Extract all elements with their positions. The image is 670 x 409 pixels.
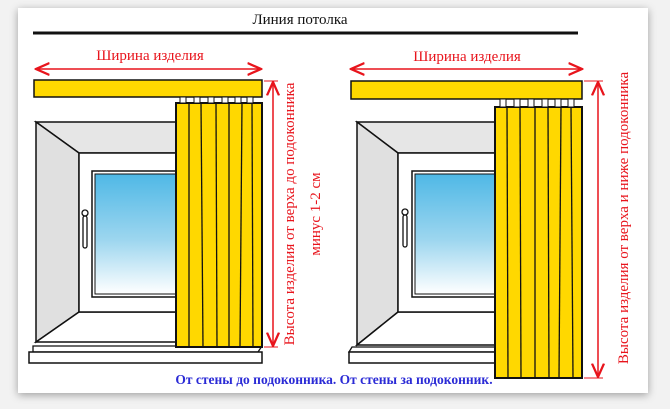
right-cornice bbox=[350, 80, 583, 100]
right-handle-icon bbox=[401, 208, 409, 216]
left-sill bbox=[28, 351, 263, 364]
right-sill bbox=[348, 351, 496, 364]
left-width-label: Ширина изделия bbox=[96, 48, 204, 64]
caption: От стены до подоконника. От стены за под… bbox=[175, 372, 492, 387]
right-width-label: Ширина изделия bbox=[413, 49, 521, 65]
right-height-label: Высота изделия от верха и ниже подоконни… bbox=[616, 72, 632, 365]
right-curtain bbox=[494, 98, 583, 379]
left-window: Ширина изделия Высота изделия от верха д bbox=[28, 48, 324, 364]
right-glass bbox=[414, 173, 496, 295]
left-glass bbox=[94, 173, 177, 295]
left-height-note: минус 1-2 см bbox=[308, 172, 324, 256]
left-height-label: Высота изделия от верха до подоконника bbox=[282, 82, 298, 345]
right-window: Ширина изделия Высота изделия от верха и bbox=[347, 49, 632, 379]
left-curtain bbox=[175, 96, 263, 348]
left-cornice bbox=[33, 79, 263, 98]
ceiling-line-label: Линия потолка bbox=[252, 12, 347, 28]
left-handle-icon bbox=[81, 209, 89, 217]
